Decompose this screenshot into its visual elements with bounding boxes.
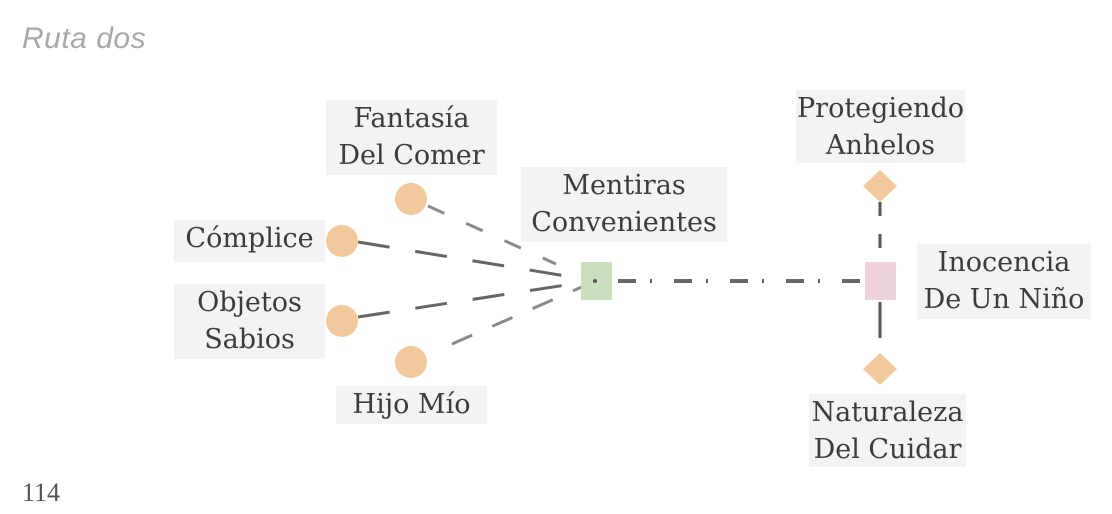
node-protegiendo — [863, 170, 897, 202]
label-complice: Cómplice — [174, 220, 325, 262]
edge-hijo-mentiras — [451, 284, 585, 346]
node-fantasia — [395, 183, 427, 215]
page-title: Ruta dos — [22, 22, 147, 55]
edge-complice-mentiras — [357, 240, 567, 278]
label-inocencia: Inocencia De Un Niño — [917, 244, 1091, 319]
node-hijo — [395, 346, 427, 378]
label-naturaleza: Naturaleza Del Cuidar — [809, 394, 966, 467]
label-hijo: Hijo Mío — [336, 386, 487, 424]
edge-objetos-mentiras — [357, 283, 567, 319]
label-objetos: Objetos Sabios — [174, 284, 325, 359]
node-complice — [326, 225, 358, 257]
label-mentiras: Mentiras Convenientes — [521, 167, 727, 242]
node-objetos — [326, 305, 358, 337]
page-number: 114 — [22, 478, 61, 507]
node-mentiras-dot — [593, 279, 597, 283]
label-protegiendo: Protegiendo Anhelos — [796, 90, 965, 163]
node-naturaleza — [863, 353, 897, 385]
node-inocencia — [865, 262, 896, 300]
label-fantasia: Fantasía Del Comer — [326, 100, 497, 175]
